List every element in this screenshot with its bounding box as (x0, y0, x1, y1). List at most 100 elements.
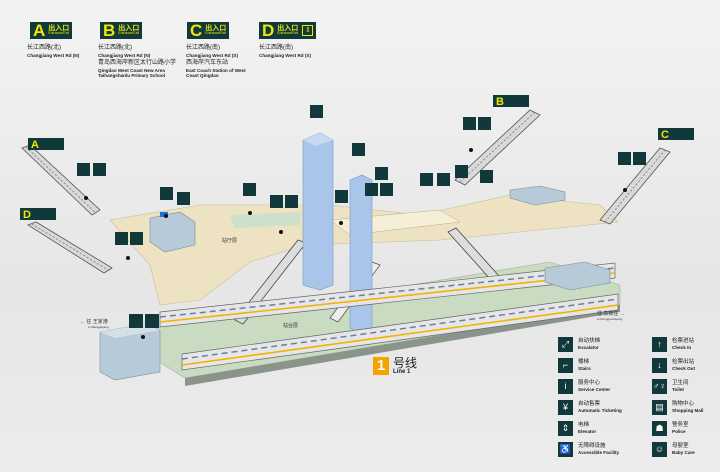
map-exit-c: C (658, 128, 694, 141)
exit-cn: 出入口 (205, 25, 227, 33)
exit-letter: B (103, 21, 116, 40)
direction-left-cn: 往 王家港 (86, 319, 108, 325)
exit-street-cn: 长江西路(南) (186, 45, 220, 51)
legend-label-cn: 楼梯 (578, 359, 590, 366)
elevator-shaft-secondary (349, 174, 373, 334)
legend-label-cn: 检票出站 (672, 359, 695, 366)
exit-place-en: East Coach Station of West Coast Qingdao (186, 67, 246, 79)
legend-label-en: Shopping Mall (672, 407, 704, 413)
elevator-icon: ⇕ (302, 25, 314, 36)
stairs-icon (115, 232, 128, 245)
check-out-icon: ↓ (652, 357, 667, 373)
exit-cn: 出入口 (118, 25, 140, 33)
check-in-icon (437, 173, 450, 186)
legend-label-cn: 自动售票 (578, 401, 601, 408)
exit-street-cn: 长江西路(北) (98, 45, 132, 51)
stairs-icon (618, 152, 631, 165)
legend-label-cn: 服务中心 (578, 380, 601, 387)
exit-street-cn: 长江西路(北) (27, 45, 61, 51)
elevator-icon: ⇕ (558, 420, 573, 436)
exit-en: Entrance/Exit (277, 31, 299, 36)
exit-street-en: Changjiang West Rd (N) (98, 52, 151, 58)
platform-label: 站台层 (283, 323, 299, 329)
elevator-shaft-main (302, 132, 334, 291)
direction-right-cn: 往 东郭庄 (597, 311, 619, 317)
exit-letter: C (190, 21, 203, 40)
platform-edge (185, 305, 620, 386)
stairs-icon (270, 195, 283, 208)
stairs-icon (77, 163, 90, 176)
map-exit-b: B (493, 95, 529, 108)
escalator-icon (380, 183, 393, 196)
exit-street-en: Changjiang West Rd (N) (27, 52, 80, 58)
exit-d-info: 长江西路(南)Changjiang West Rd (S) (259, 45, 311, 58)
escalator-icon (285, 195, 298, 208)
elevator-icon (310, 105, 323, 118)
stairs-icon (463, 117, 476, 130)
legend-label-en: Escalator (578, 344, 599, 350)
ticketing-icon (177, 192, 190, 205)
legend-label-en: Police (672, 428, 686, 434)
exit-cn: 出入口 (277, 25, 299, 33)
direction-right-en: to Dongguozhuang (597, 317, 623, 321)
legend-label-cn: 自动扶梯 (578, 338, 601, 345)
exit-street-en: Changjiang West Rd (S) (186, 52, 238, 58)
exit-letter: A (33, 21, 46, 40)
service-building-left (99, 323, 161, 381)
concourse-corridor (230, 212, 300, 228)
stairs-icon (365, 183, 378, 196)
exit-b-building (509, 185, 566, 206)
legend-label-en: Automatic Ticketing (578, 407, 622, 413)
police-icon: ☗ (652, 420, 667, 436)
train-upper (159, 262, 616, 328)
train-lower (181, 293, 619, 371)
exit-a-escalator (21, 144, 101, 216)
ticketing-icon: ¥ (558, 399, 573, 415)
map-exit-a: A (28, 138, 64, 151)
elevator-icon (352, 143, 365, 156)
legend-label-cn: 无障碍设施 (578, 443, 606, 450)
stairs-icon (420, 173, 433, 186)
exit-d-escalator (27, 221, 113, 274)
legend-label-en: Baby Care (672, 449, 695, 455)
shopping-mall-icon: ▤ (652, 399, 667, 415)
check-in-icon: ↑ (652, 336, 667, 352)
legend-label-cn: 母婴室 (672, 443, 689, 450)
exit-street-en: Changjiang West Rd (S) (259, 52, 311, 58)
escalator-icon (478, 117, 491, 130)
legend-label-cn: 购物中心 (672, 401, 695, 408)
legend-label-cn: 警务室 (672, 422, 689, 429)
legend-label-en: Toilet (672, 386, 684, 392)
police-icon (160, 187, 173, 200)
accessible-icon (145, 314, 159, 328)
exit-en: Entrance/Exit (48, 31, 70, 36)
exit-b-info: 长江西路(北)Changjiang West Rd (N)青岛西海岸新区太行山路… (98, 45, 188, 79)
escalator-icon: ⤢ (558, 336, 573, 352)
exit-letter: D (262, 21, 275, 40)
exit-place-cn: 西海岸汽车东站 (186, 60, 229, 67)
exit-a-info: 长江西路(北)Changjiang West Rd (N) (27, 45, 79, 58)
baby-care-icon: ☺ (652, 441, 667, 457)
line-name-en: Line 1 (393, 369, 411, 375)
legend-label-en: Check Out (672, 365, 695, 371)
legend-label-en: Stairs (578, 365, 591, 371)
escalator-icon (480, 170, 493, 183)
escalator-icon (633, 152, 646, 165)
toilet-icon: ♂♀ (652, 378, 667, 394)
svg-text:C: C (661, 129, 669, 141)
legend-label-cn: 电梯 (578, 422, 590, 429)
